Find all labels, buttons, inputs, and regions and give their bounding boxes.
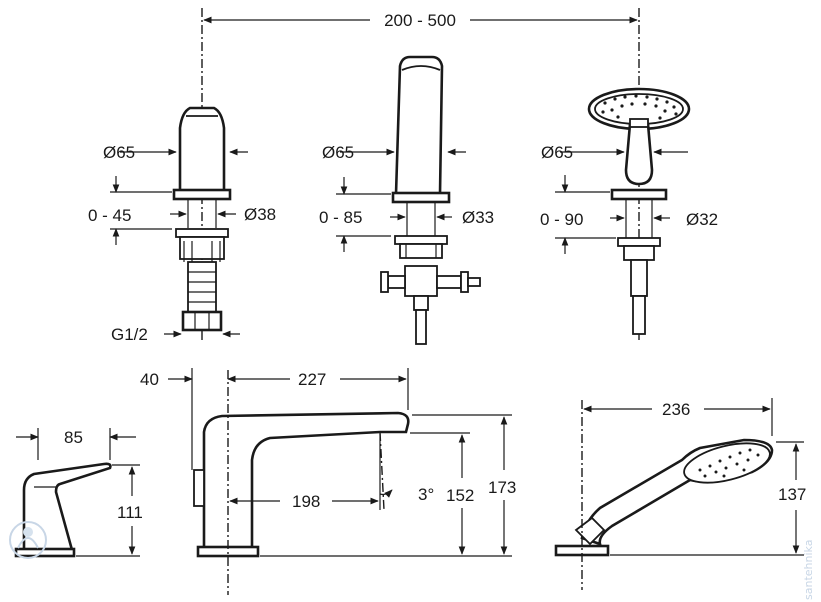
watermark-text: santehnika <box>802 540 815 600</box>
valve-left-thread: G1/2 <box>111 325 148 344</box>
spout-side-view: 40 227 3° 198 152 173 <box>140 368 516 595</box>
hand-shower-height: 137 <box>778 485 806 504</box>
valve-left: Ø65 0 - 45 Ø38 G1/2 <box>88 106 276 344</box>
valve-left-diameter: Ø65 <box>103 143 135 162</box>
shower-dots <box>698 448 760 478</box>
valve-right-stem-diameter: Ø32 <box>686 210 718 229</box>
valve-right-diameter: Ø65 <box>541 143 573 162</box>
hand-shower-side-view: 236 137 <box>554 398 806 590</box>
spout-outlet-height: 152 <box>446 486 474 505</box>
valve-middle-stem-diameter: Ø33 <box>462 208 494 227</box>
lever-side-view: 85 111 <box>14 428 143 558</box>
valve-left-range: 0 - 45 <box>88 206 131 225</box>
valve-middle-diameter: Ø65 <box>322 143 354 162</box>
valve-right-range: 0 - 90 <box>540 210 583 229</box>
spout-reach: 227 <box>298 370 326 389</box>
valve-middle-range: 0 - 85 <box>319 208 362 227</box>
valve-right: Ø65 0 - 90 Ø32 <box>540 87 718 335</box>
lever-height: 111 <box>117 503 143 522</box>
spout-outlet-reach: 198 <box>292 492 320 511</box>
hand-shower-length: 236 <box>662 400 690 419</box>
spout-angle: 3° <box>418 485 434 504</box>
valve-middle: Ø65 0 - 85 Ø33 <box>319 55 494 345</box>
watermark-logo <box>9 521 47 559</box>
spout-offset: 40 <box>140 370 159 389</box>
lever-width: 85 <box>64 428 83 447</box>
valve-left-stem-diameter: Ø38 <box>244 205 276 224</box>
spout-total-height: 173 <box>488 478 516 497</box>
spacing-label: 200 - 500 <box>384 11 456 30</box>
